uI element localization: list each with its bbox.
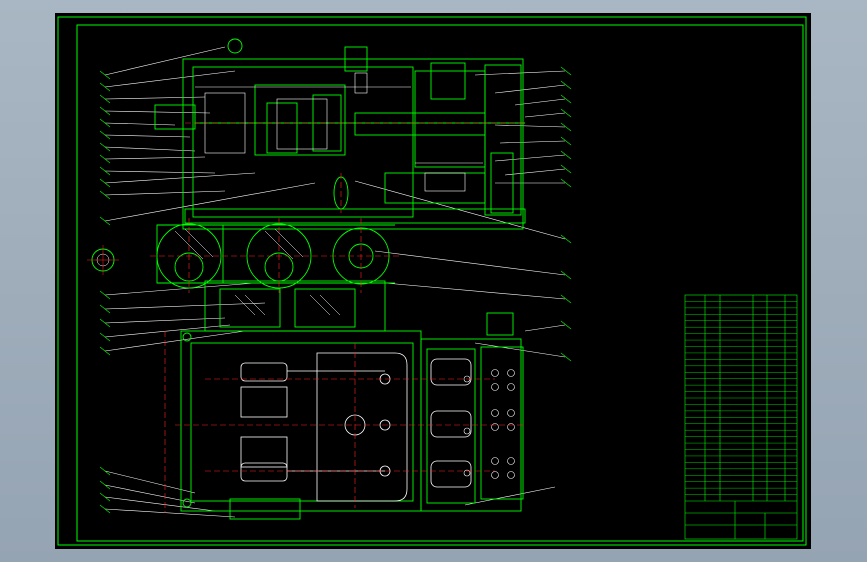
title-block <box>684 294 798 540</box>
cad-drawing <box>57 16 807 546</box>
bolt-section-detail <box>87 245 119 275</box>
bottom-internals <box>240 352 472 502</box>
top-section-view <box>154 38 526 230</box>
middle-centerlines <box>150 218 400 293</box>
balloons-left <box>99 70 111 514</box>
bottom-centerlines <box>164 331 525 513</box>
top-centerlines <box>185 122 527 213</box>
outer-border <box>57 16 807 546</box>
valve-bolts <box>463 369 515 479</box>
top-section-internals <box>195 72 483 192</box>
middle-section-view <box>156 223 395 332</box>
title-block-rows <box>685 301 797 495</box>
leader-lines <box>104 46 566 518</box>
title-block-footer <box>685 500 797 539</box>
middle-hatch <box>174 228 341 316</box>
balloons-right <box>560 66 572 362</box>
inner-border <box>76 24 804 542</box>
cad-viewport[interactable] <box>55 13 811 549</box>
bottom-plan-view <box>180 312 524 520</box>
